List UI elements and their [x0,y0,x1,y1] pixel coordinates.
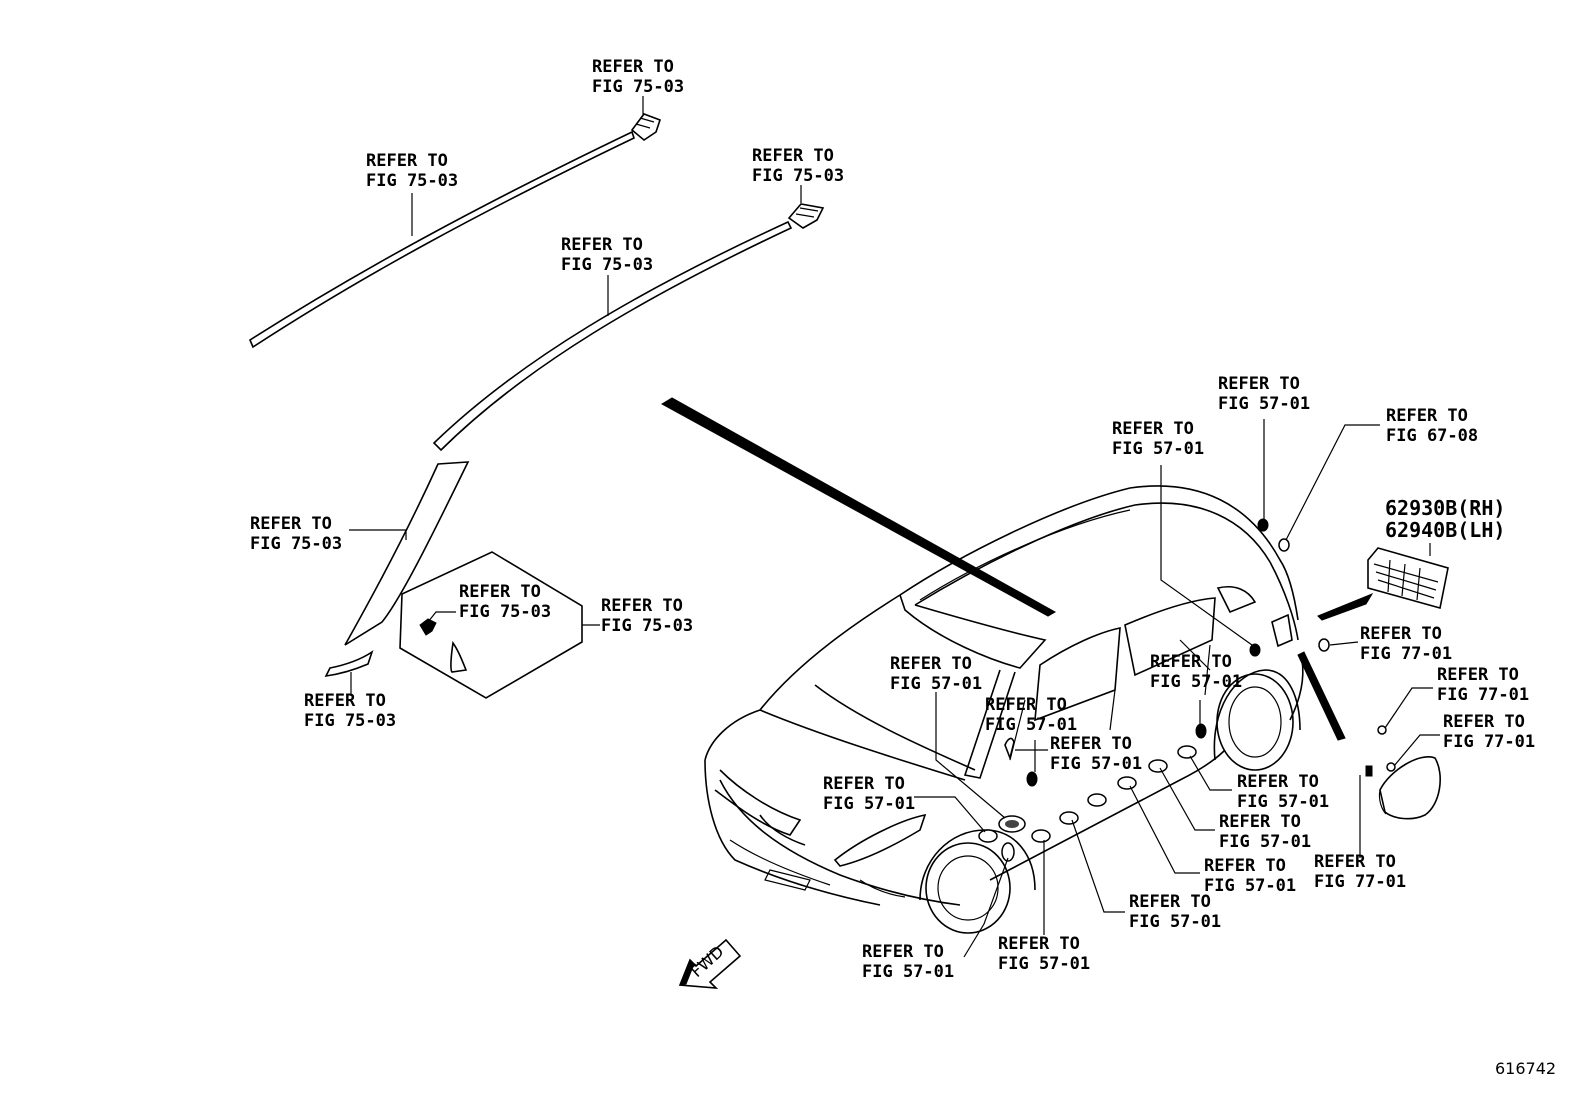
callout-line-1: REFER TO [601,596,683,616]
callout-line-1: REFER TO [1237,772,1319,792]
roof-drip-molding-outer [248,113,662,349]
callout-line-1: REFER TO [1150,652,1232,672]
part-number-labels: 62930B(RH) 62940B(LH) [1385,496,1505,542]
callout-line-2: FIG 75-03 [459,602,551,622]
callout-line-1: REFER TO [985,695,1067,715]
callout-line-2: FIG 57-01 [1050,754,1142,774]
callout-line-1: REFER TO [459,582,541,602]
body-plugs [978,518,1396,862]
callout-line-1: REFER TO [304,691,386,711]
callout-line-2: FIG 77-01 [1360,644,1452,664]
fwd-arrow: FWD [678,938,742,989]
callout-line-2: FIG 75-03 [592,77,684,97]
callout-line-1: REFER TO [592,57,674,77]
callout-line-1: REFER TO [1219,812,1301,832]
callout-line-2: FIG 77-01 [1314,872,1406,892]
callout-line-1: REFER TO [561,235,643,255]
callout-line-1: REFER TO [1204,856,1286,876]
callout-line-1: REFER TO [1386,406,1468,426]
callout-line-2: FIG 67-08 [1386,426,1478,446]
callout-line-1: REFER TO [1129,892,1211,912]
callout-line-2: FIG 57-01 [1112,439,1204,459]
callout-line-2: FIG 77-01 [1443,732,1535,752]
callout-line-2: FIG 57-01 [1218,394,1310,414]
rear-reflector-part [1317,547,1449,621]
callout-line-2: FIG 75-03 [304,711,396,731]
callout-line-1: REFER TO [862,942,944,962]
illustration-number: 616742 [1495,1059,1556,1078]
leader-lines [349,96,1440,958]
callout-line-2: FIG 75-03 [366,171,458,191]
callout-line-2: FIG 57-01 [1219,832,1311,852]
callout-line-1: REFER TO [366,151,448,171]
vehicle-body [704,485,1346,934]
callout-line-2: FIG 75-03 [752,166,844,186]
callout-line-2: FIG 57-01 [998,954,1090,974]
callout-line-2: FIG 75-03 [601,616,693,636]
callout-line-2: FIG 57-01 [985,715,1077,735]
callout-line-1: REFER TO [1112,419,1194,439]
callout-line-1: REFER TO [1360,624,1442,644]
callout-line-2: FIG 57-01 [890,674,982,694]
callout-line-2: FIG 57-01 [862,962,954,982]
callout-line-1: REFER TO [823,774,905,794]
front-pillar-garnish [344,461,470,646]
callout-line-1: REFER TO [1050,734,1132,754]
callout-line-1: REFER TO [250,514,332,534]
callout-line-1: REFER TO [890,654,972,674]
callout-line-2: FIG 75-03 [561,255,653,275]
roof-drip-molding-inner [432,203,825,452]
roof-rail-strip [660,397,1057,617]
detail-hexagon [399,551,583,699]
part-number-rh: 62930B(RH) [1385,496,1505,520]
callout-line-2: FIG 57-01 [1150,672,1242,692]
callout-line-1: REFER TO [1437,665,1519,685]
callout-line-1: REFER TO [1314,852,1396,872]
callout-line-2: FIG 57-01 [1129,912,1221,932]
callout-line-2: FIG 77-01 [1437,685,1529,705]
callout-line-1: REFER TO [1443,712,1525,732]
small-pillar-piece [324,650,374,678]
callout-line-2: FIG 75-03 [250,534,342,554]
callout-line-2: FIG 57-01 [1237,792,1329,812]
callout-line-1: REFER TO [998,934,1080,954]
part-number-lh: 62940B(LH) [1385,518,1505,542]
fuel-lid [1378,756,1441,820]
callout-line-1: REFER TO [752,146,834,166]
callout-line-2: FIG 57-01 [823,794,915,814]
callout-line-2: FIG 57-01 [1204,876,1296,896]
callout-line-1: REFER TO [1218,374,1300,394]
